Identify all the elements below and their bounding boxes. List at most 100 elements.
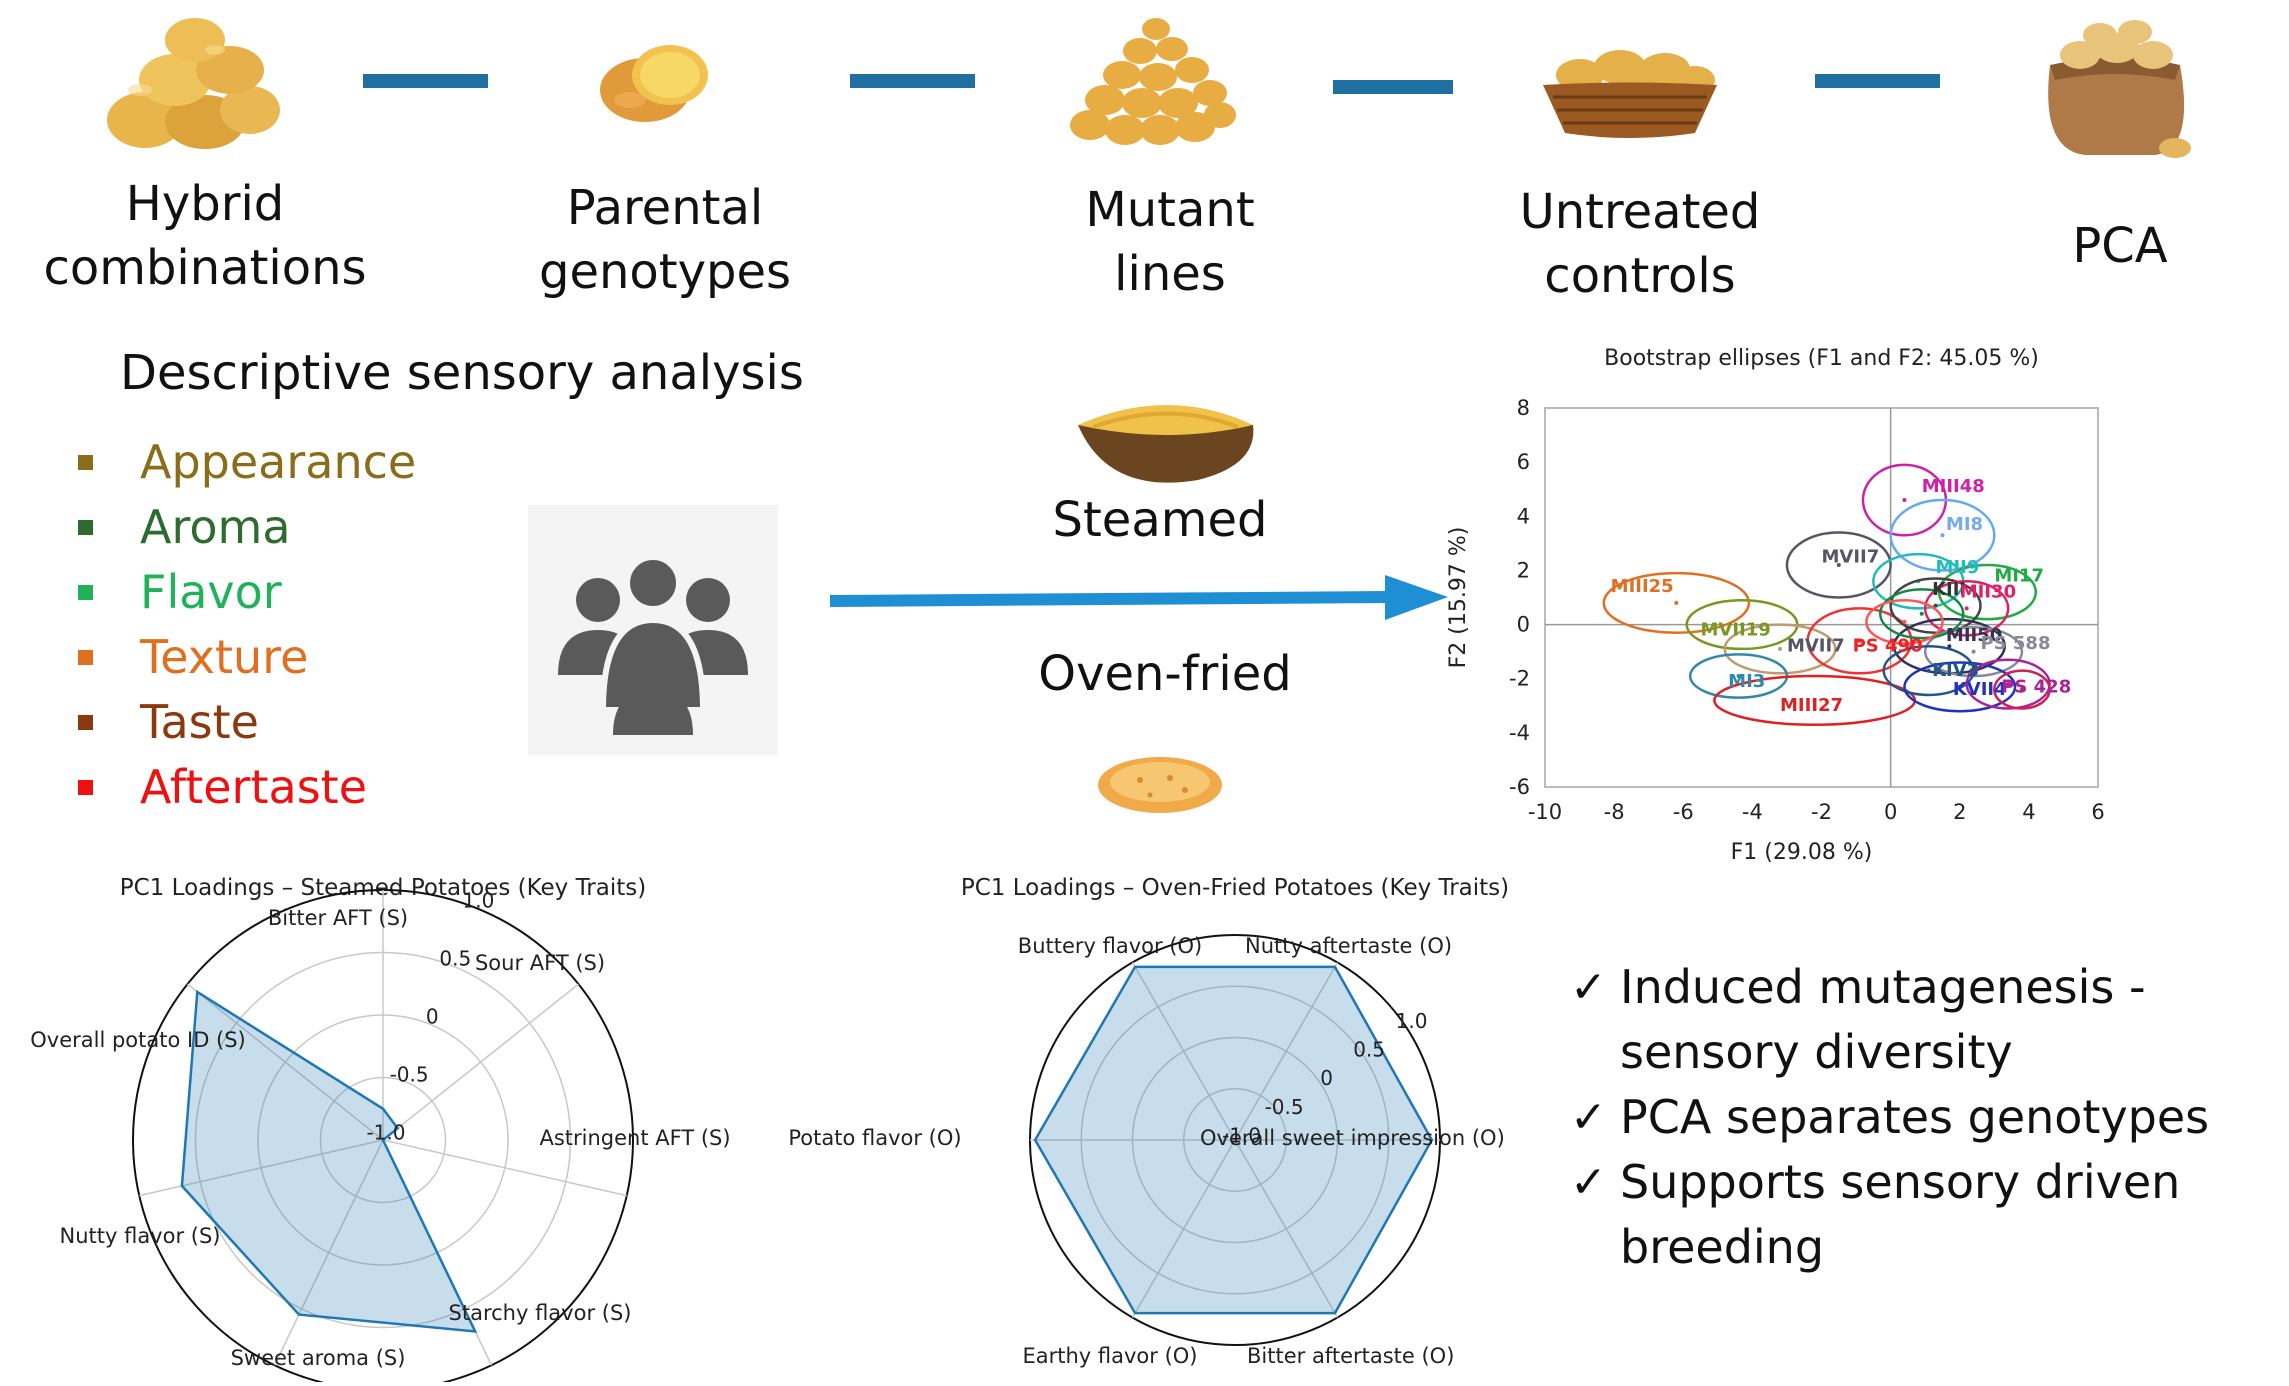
ellipse-center-point	[1778, 646, 1783, 651]
genotype-label: MII50	[1946, 625, 2002, 646]
radar-series-area	[1033, 965, 1434, 1315]
y-tick-label: 8	[1517, 396, 1530, 420]
radial-tick-label: -1.0	[366, 1121, 405, 1145]
confidence-ellipse	[1993, 669, 2051, 710]
attribute-label: Taste	[140, 695, 259, 749]
potato-sack-icon	[2025, 10, 2205, 160]
ellipse-center-point	[1674, 600, 1679, 605]
radar-series-area	[180, 989, 478, 1333]
y-tick-label: -6	[1509, 775, 1530, 799]
y-tick-label: 4	[1517, 504, 1530, 528]
radar-spoke	[382, 1139, 627, 1197]
genotype-label: MI3	[1728, 671, 1765, 692]
axis-category-label: Starchy flavor (S)	[449, 1301, 632, 1325]
ellipse-center-point	[2019, 687, 2024, 692]
steamed-label: Steamed	[1052, 492, 1268, 548]
panel-group-icon	[528, 505, 778, 755]
genotype-label: MIII25	[1611, 576, 1674, 597]
ellipse-center-point	[1736, 674, 1741, 679]
attribute-item: Aftertaste	[72, 755, 416, 820]
oven-fried-potato-icon	[1080, 740, 1240, 830]
confidence-ellipse	[1903, 661, 2017, 713]
ellipse-center-point	[1933, 603, 1938, 608]
attribute-item: Flavor	[72, 560, 416, 625]
checkmark-icon: ✓	[1570, 1157, 1607, 1208]
radial-tick-label: 0	[1320, 1066, 1333, 1090]
radial-tick-label: 0.5	[1353, 1038, 1385, 1062]
square-bullet-icon	[78, 585, 93, 600]
genotype-label: PS 588	[1980, 633, 2050, 654]
axis-category-label: Bitter AFT (S)	[268, 906, 408, 930]
conclusion-text: Supports sensory driven	[1620, 1155, 2181, 1209]
axis-category-label: Potato flavor (O)	[788, 1126, 961, 1150]
attribute-label: Aftertaste	[140, 760, 367, 814]
square-bullet-icon	[78, 520, 93, 535]
genotype-label: MVII7	[1822, 546, 1880, 567]
step-label-hybrid: Hybrid combinations	[43, 176, 367, 296]
genotype-label: MIII48	[1922, 476, 1985, 497]
conclusion-item-continued: breeding	[1620, 1215, 1824, 1280]
ellipse-center-point	[1964, 606, 1969, 611]
radial-tick-label: 1.0	[463, 888, 495, 912]
flow-arrow-head	[1385, 575, 1448, 620]
confidence-ellipse	[1879, 588, 1965, 640]
plot-frame	[1544, 407, 2099, 788]
conclusion-text: PCA separates genotypes	[1620, 1090, 2210, 1144]
x-tick-label: 4	[2022, 800, 2035, 824]
pipeline-connector	[363, 74, 488, 88]
ellipse-center-point	[1857, 638, 1862, 643]
radar-spoke	[187, 983, 384, 1141]
potato-basket-icon	[1535, 35, 1725, 140]
axis-category-label: Earthy flavor (O)	[1022, 1344, 1197, 1368]
ellipse-center-point	[1957, 684, 1962, 689]
oven-fried-label: Oven-fried	[1038, 646, 1292, 702]
ellipse-center-point	[1812, 698, 1817, 703]
axis-category-label: Astringent AFT (S)	[539, 1126, 730, 1150]
y-axis-label: F2 (15.97 %)	[1446, 527, 1471, 669]
axis-category-label: Nutty flavor (S)	[60, 1224, 221, 1248]
small-potatoes-pile-icon	[1060, 15, 1240, 155]
ellipse-center-point	[1836, 563, 1841, 568]
genotype-label: MII9	[1936, 557, 1980, 578]
attribute-label: Texture	[140, 630, 309, 684]
y-tick-label: 0	[1517, 613, 1530, 637]
square-bullet-icon	[78, 650, 93, 665]
conclusion-item: ✓ Induced mutagenesis -	[1570, 955, 2146, 1020]
radar-spoke	[139, 1139, 384, 1197]
radar-spoke	[1234, 962, 1339, 1141]
genotype-label: MII30	[1960, 582, 2016, 603]
chart-title: Bootstrap ellipses (F1 and F2: 45.05 %)	[1604, 346, 2039, 371]
conclusion-item-continued: sensory diversity	[1620, 1020, 2013, 1085]
confidence-ellipse	[1923, 580, 2010, 637]
attribute-label: Appearance	[140, 435, 417, 489]
x-tick-label: -2	[1811, 800, 1832, 824]
confidence-ellipse	[1785, 531, 1892, 599]
x-tick-label: 6	[2091, 800, 2104, 824]
confidence-ellipse	[1723, 623, 1837, 675]
genotype-label: PS 490	[1853, 636, 1923, 657]
x-tick-label: -8	[1604, 800, 1625, 824]
radar-spoke	[1131, 1139, 1236, 1318]
genotype-label: KIV3	[1932, 660, 1979, 681]
confidence-ellipse	[1889, 498, 1996, 572]
genotype-label: KIII	[1932, 579, 1966, 600]
chart-title: PC1 Loadings – Oven-Fried Potatoes (Key …	[961, 875, 1509, 901]
radar-spoke	[273, 1139, 384, 1366]
pipeline-connector	[850, 74, 975, 88]
genotype-label: MI17	[1994, 565, 2044, 586]
attribute-item: Appearance	[72, 430, 416, 495]
radar-chart-oven-fried: PC1 Loadings – Oven-Fried Potatoes (Key …	[780, 865, 1580, 1382]
ellipse-center-point	[1940, 533, 1945, 538]
confidence-ellipse	[1806, 607, 1913, 675]
axis-category-label: Sour AFT (S)	[475, 951, 605, 975]
ellipse-center-point	[1740, 622, 1745, 627]
radar-spoke	[382, 983, 579, 1141]
axis-category-label: Overall sweet impression (O)	[1200, 1126, 1505, 1150]
sensory-attribute-list: Appearance Aroma Flavor Texture Taste Af…	[72, 430, 416, 820]
radial-tick-label: 0.5	[439, 946, 471, 970]
ellipse-center-point	[1902, 498, 1907, 503]
step-label-parental: Parental genotypes	[538, 180, 792, 300]
attribute-item: Aroma	[72, 495, 416, 560]
axis-category-label: Bitter aftertaste (O)	[1247, 1344, 1454, 1368]
axis-category-label: Nutty aftertaste (O)	[1245, 934, 1452, 958]
